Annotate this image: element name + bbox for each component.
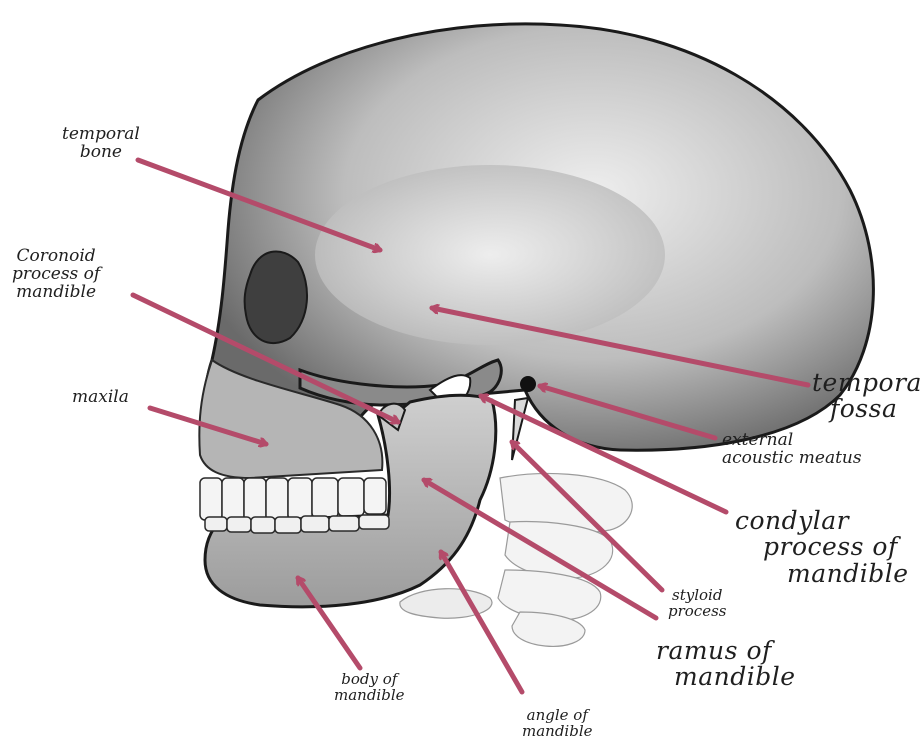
label-condylar-process: condylar process of mandible (735, 508, 909, 587)
label-maxila: maxila (72, 389, 129, 407)
label-temporal-fossa: temporal fossa (812, 370, 923, 423)
orbit (245, 251, 307, 343)
meatus-hole (520, 376, 536, 392)
label-ramus-of-mandible: ramus of mandible (656, 638, 796, 691)
